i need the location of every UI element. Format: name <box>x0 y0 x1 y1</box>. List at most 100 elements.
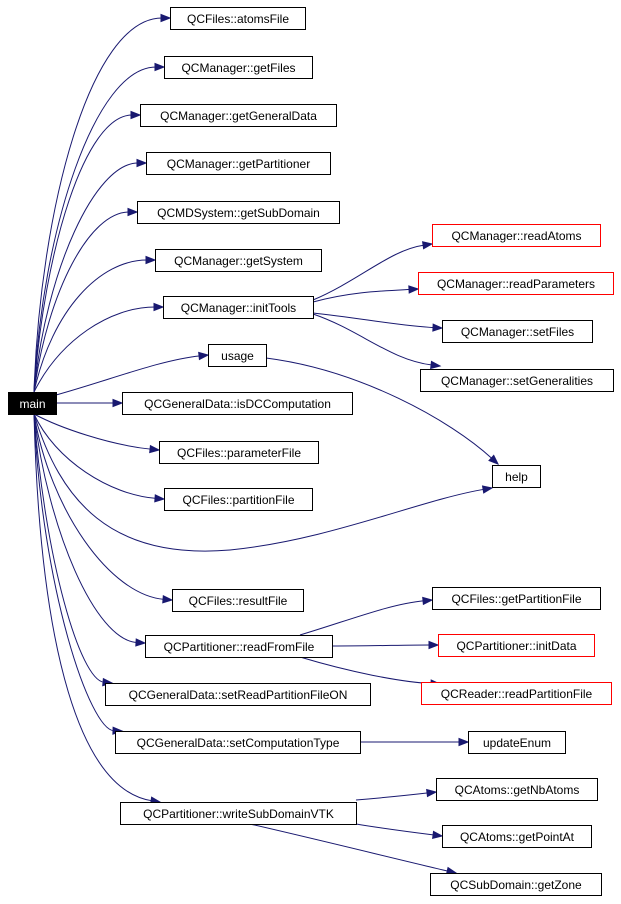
node-setFiles[interactable]: QCManager::setFiles <box>442 320 593 343</box>
node-box[interactable] <box>172 589 304 612</box>
node-box[interactable] <box>432 587 601 610</box>
node-box[interactable] <box>418 272 614 295</box>
node-box[interactable] <box>146 152 331 175</box>
node-getPartitioner[interactable]: QCManager::getPartitioner <box>146 152 331 175</box>
node-readAtoms[interactable]: QCManager::readAtoms <box>432 224 601 247</box>
node-box[interactable] <box>120 802 357 825</box>
node-box[interactable] <box>145 635 333 658</box>
node-getPointAt[interactable]: QCAtoms::getPointAt <box>442 825 592 848</box>
node-isDC[interactable]: QCGeneralData::isDCComputation <box>122 392 353 415</box>
node-box[interactable] <box>468 731 566 754</box>
node-setGeneralities[interactable]: QCManager::setGeneralities <box>420 369 614 392</box>
edge-arrowhead <box>488 454 500 465</box>
node-label: QCGeneralData::setComputationType <box>137 736 340 750</box>
node-box[interactable] <box>164 56 313 79</box>
node-initData[interactable]: QCPartitioner::initData <box>438 634 595 657</box>
edge-main-to-getPartitioner <box>33 158 148 393</box>
node-resultFile[interactable]: QCFiles::resultFile <box>172 589 304 612</box>
edge-readFromFile-to-getPartitionFile <box>299 596 434 636</box>
node-box[interactable] <box>122 392 353 415</box>
edge-line <box>299 600 425 636</box>
node-usage[interactable]: usage <box>208 344 267 367</box>
node-label: QCManager::initTools <box>181 301 296 315</box>
node-atomsFile[interactable]: QCFiles::atomsFile <box>170 7 306 30</box>
node-label: QCFiles::parameterFile <box>177 446 301 460</box>
edge-line <box>312 288 411 303</box>
node-label: QCFiles::resultFile <box>189 594 288 608</box>
edge-writeVTK-to-getPointAt <box>355 823 444 840</box>
node-layer: main QCFiles::atomsFileQCManager::getFile… <box>8 7 614 896</box>
edge-line <box>33 413 153 802</box>
edge-arrowhead <box>428 640 440 650</box>
node-box[interactable] <box>430 873 602 896</box>
node-box[interactable] <box>163 296 314 319</box>
edge-arrowhead <box>135 638 147 647</box>
node-label: usage <box>221 349 254 363</box>
edge-line <box>355 792 429 801</box>
node-writeVTK[interactable]: QCPartitioner::writeSubDomainVTK <box>120 802 357 825</box>
edge-line <box>265 357 493 459</box>
node-label: QCReader::readPartitionFile <box>441 687 593 701</box>
node-box[interactable] <box>164 488 313 511</box>
node-setReadPart[interactable]: QCGeneralData::setReadPartitionFileON <box>105 683 371 706</box>
edge-arrowhead <box>154 494 166 503</box>
edge-usage-to-help <box>265 357 500 465</box>
node-partitionFile[interactable]: QCFiles::partitionFile <box>164 488 313 511</box>
node-getGeneralData[interactable]: QCManager::getGeneralData <box>140 104 337 127</box>
node-box[interactable] <box>432 224 601 247</box>
edge-line <box>33 211 130 393</box>
edge-initTools-to-setFiles <box>312 312 444 332</box>
edge-initTools-to-readAtoms <box>312 241 434 301</box>
node-main[interactable]: main <box>8 392 57 415</box>
node-box[interactable] <box>421 682 612 705</box>
node-getZone[interactable]: QCSubDomain::getZone <box>430 873 602 896</box>
node-box[interactable] <box>442 825 592 848</box>
edge-line <box>33 413 105 683</box>
node-box[interactable] <box>155 249 322 272</box>
node-box[interactable] <box>105 683 371 706</box>
node-label: QCPartitioner::readFromFile <box>164 640 315 654</box>
node-initTools[interactable]: QCManager::initTools <box>163 296 314 319</box>
edge-line <box>249 823 449 872</box>
edge-line <box>331 644 431 647</box>
node-updateEnum[interactable]: updateEnum <box>468 731 566 754</box>
edge-line <box>33 413 138 644</box>
edge-line <box>33 413 157 499</box>
node-box[interactable] <box>8 392 57 415</box>
node-getSubDomain[interactable]: QCMDSystem::getSubDomain <box>137 201 340 224</box>
node-box[interactable] <box>492 465 541 488</box>
node-box[interactable] <box>438 634 595 657</box>
node-getSystem[interactable]: QCManager::getSystem <box>155 249 322 272</box>
node-box[interactable] <box>137 201 340 224</box>
edge-main-to-resultFile <box>33 413 174 604</box>
node-parameterFile[interactable]: QCFiles::parameterFile <box>159 441 319 464</box>
node-box[interactable] <box>170 7 306 30</box>
node-box[interactable] <box>115 731 361 754</box>
edge-arrowhead <box>432 323 444 332</box>
node-label: QCGeneralData::setReadPartitionFileON <box>129 688 348 702</box>
edge-main-to-getFiles <box>33 62 166 393</box>
node-help[interactable]: help <box>492 465 541 488</box>
node-box[interactable] <box>159 441 319 464</box>
node-readPartitionFile[interactable]: QCReader::readPartitionFile <box>421 682 612 705</box>
node-getPartitionFile[interactable]: QCFiles::getPartitionFile <box>432 587 601 610</box>
node-box[interactable] <box>436 778 598 801</box>
node-readFromFile[interactable]: QCPartitioner::readFromFile <box>145 635 333 658</box>
edge-arrowhead <box>408 285 420 294</box>
edge-main-to-partitionFile <box>33 413 166 503</box>
node-box[interactable] <box>442 320 593 343</box>
edge-line <box>312 244 425 301</box>
edge-arrowhead <box>149 444 161 454</box>
edge-arrowhead <box>481 485 494 494</box>
node-getNbAtoms[interactable]: QCAtoms::getNbAtoms <box>436 778 598 801</box>
node-box[interactable] <box>420 369 614 392</box>
node-readParameters[interactable]: QCManager::readParameters <box>418 272 614 295</box>
edge-arrowhead <box>162 595 174 604</box>
node-label: QCManager::getGeneralData <box>160 109 317 123</box>
node-box[interactable] <box>208 344 267 367</box>
node-getFiles[interactable]: QCManager::getFiles <box>164 56 313 79</box>
node-box[interactable] <box>140 104 337 127</box>
node-setCompType[interactable]: QCGeneralData::setComputationType <box>115 731 361 754</box>
edge-main-to-initTools <box>33 302 165 393</box>
node-label: QCAtoms::getNbAtoms <box>455 783 580 797</box>
